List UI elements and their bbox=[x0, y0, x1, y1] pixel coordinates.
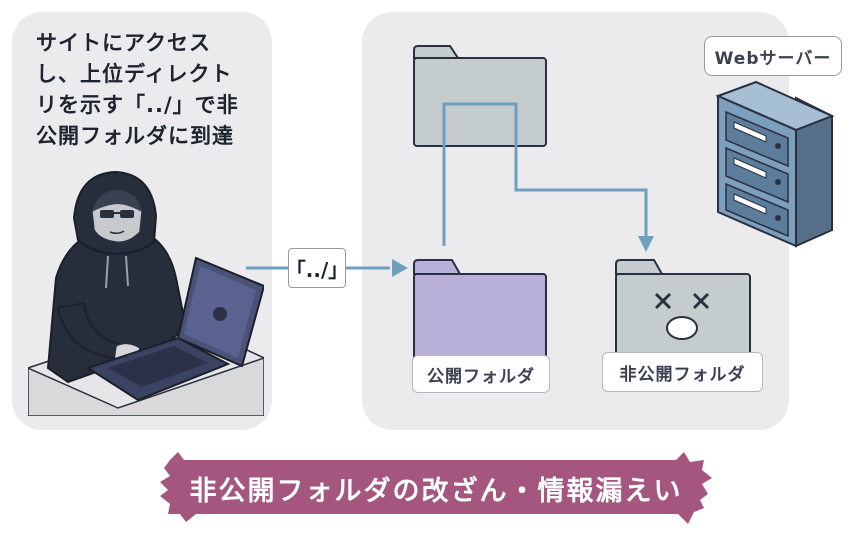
parent-folder-icon bbox=[413, 45, 547, 147]
attacker-caption: サイトにアクセス し、上位ディレクト リを示す「../」で非 公開フォルダに到達 bbox=[36, 31, 239, 148]
folder-x-eyes-icon bbox=[615, 259, 751, 361]
damage-banner-shape bbox=[160, 452, 712, 524]
hooded-hacker-icon bbox=[28, 170, 264, 416]
path-traversal-chip: 「../」 bbox=[286, 248, 348, 288]
public-folder-label: 公開フォルダ bbox=[412, 355, 550, 393]
public-folder-icon bbox=[413, 259, 547, 361]
web-server-label: Webサーバー bbox=[704, 36, 842, 76]
damage-banner-text: 非公開フォルダの改ざん・情報漏えい bbox=[189, 475, 683, 507]
server-rack-icon bbox=[715, 80, 835, 248]
private-folder-label: 非公開フォルダ bbox=[602, 352, 763, 392]
